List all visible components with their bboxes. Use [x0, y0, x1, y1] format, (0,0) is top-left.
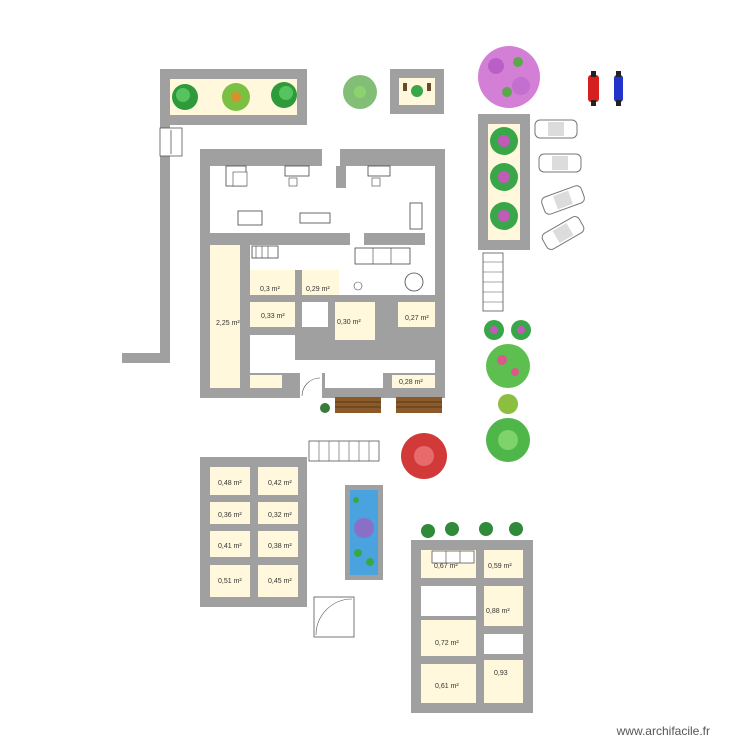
room-label: 0,3 m² [260, 286, 281, 293]
room-label: 0,32 m² [268, 512, 292, 519]
desk-icon [237, 210, 263, 226]
car-icon [541, 216, 585, 250]
shelf-icon [251, 245, 279, 259]
room-label: 0,45 m² [268, 578, 292, 585]
motorbike-icon [614, 71, 623, 106]
room-label: 0,28 m² [399, 379, 423, 386]
stairs-icon [308, 440, 380, 462]
bench-icon [396, 397, 442, 413]
room-label: 0,93 [494, 670, 508, 677]
sofa-icon [354, 247, 411, 265]
desk-icon [367, 165, 391, 187]
room-label: 0,88 m² [486, 608, 510, 615]
desk-icon [409, 202, 423, 230]
shelf-icon [431, 550, 475, 564]
planter-top-left [160, 69, 307, 125]
stairs-icon [482, 252, 504, 312]
room-label: 0,61 m² [435, 683, 459, 690]
room-label: 2,25 m² [216, 320, 240, 327]
left-building [200, 457, 307, 607]
main-house [200, 149, 445, 398]
right-building [411, 522, 533, 713]
room-label: 0,36 m² [218, 512, 242, 519]
stairs-icon [313, 596, 355, 638]
shrub-icon [401, 320, 531, 479]
room-label: 0,72 m² [435, 640, 459, 647]
room-label: 0,48 m² [218, 480, 242, 487]
room-label: 0,33 m² [261, 313, 285, 320]
plant-icon [421, 522, 523, 538]
car-icon [534, 119, 578, 139]
flower-bush-icon [478, 46, 540, 108]
desk-icon [284, 165, 310, 187]
plant-icon [343, 75, 377, 109]
room-label: 0,41 m² [218, 543, 242, 550]
parking-planter [478, 114, 530, 250]
room-label: 0,30 m² [337, 319, 361, 326]
room-label: 0,51 m² [218, 578, 242, 585]
watermark: www.archifacile.fr [616, 724, 710, 738]
plant-icon [320, 403, 330, 413]
room-label: 0,67 m² [434, 563, 458, 570]
bench-icon [335, 397, 381, 413]
car-icon [538, 153, 582, 173]
round-table-icon [353, 272, 424, 292]
room-label: 0,27 m² [405, 315, 429, 322]
desk-icon [225, 165, 248, 187]
room-label: 0,38 m² [268, 543, 292, 550]
garden-wall [122, 125, 183, 363]
pool-icon [345, 485, 383, 580]
planter-small [390, 69, 444, 114]
motorbike-icon [588, 71, 599, 106]
car-icon [541, 185, 585, 215]
room-label: 0,59 m² [488, 563, 512, 570]
room-label: 0,29 m² [306, 286, 330, 293]
room-label: 0,42 m² [268, 480, 292, 487]
desk-icon [299, 212, 331, 224]
